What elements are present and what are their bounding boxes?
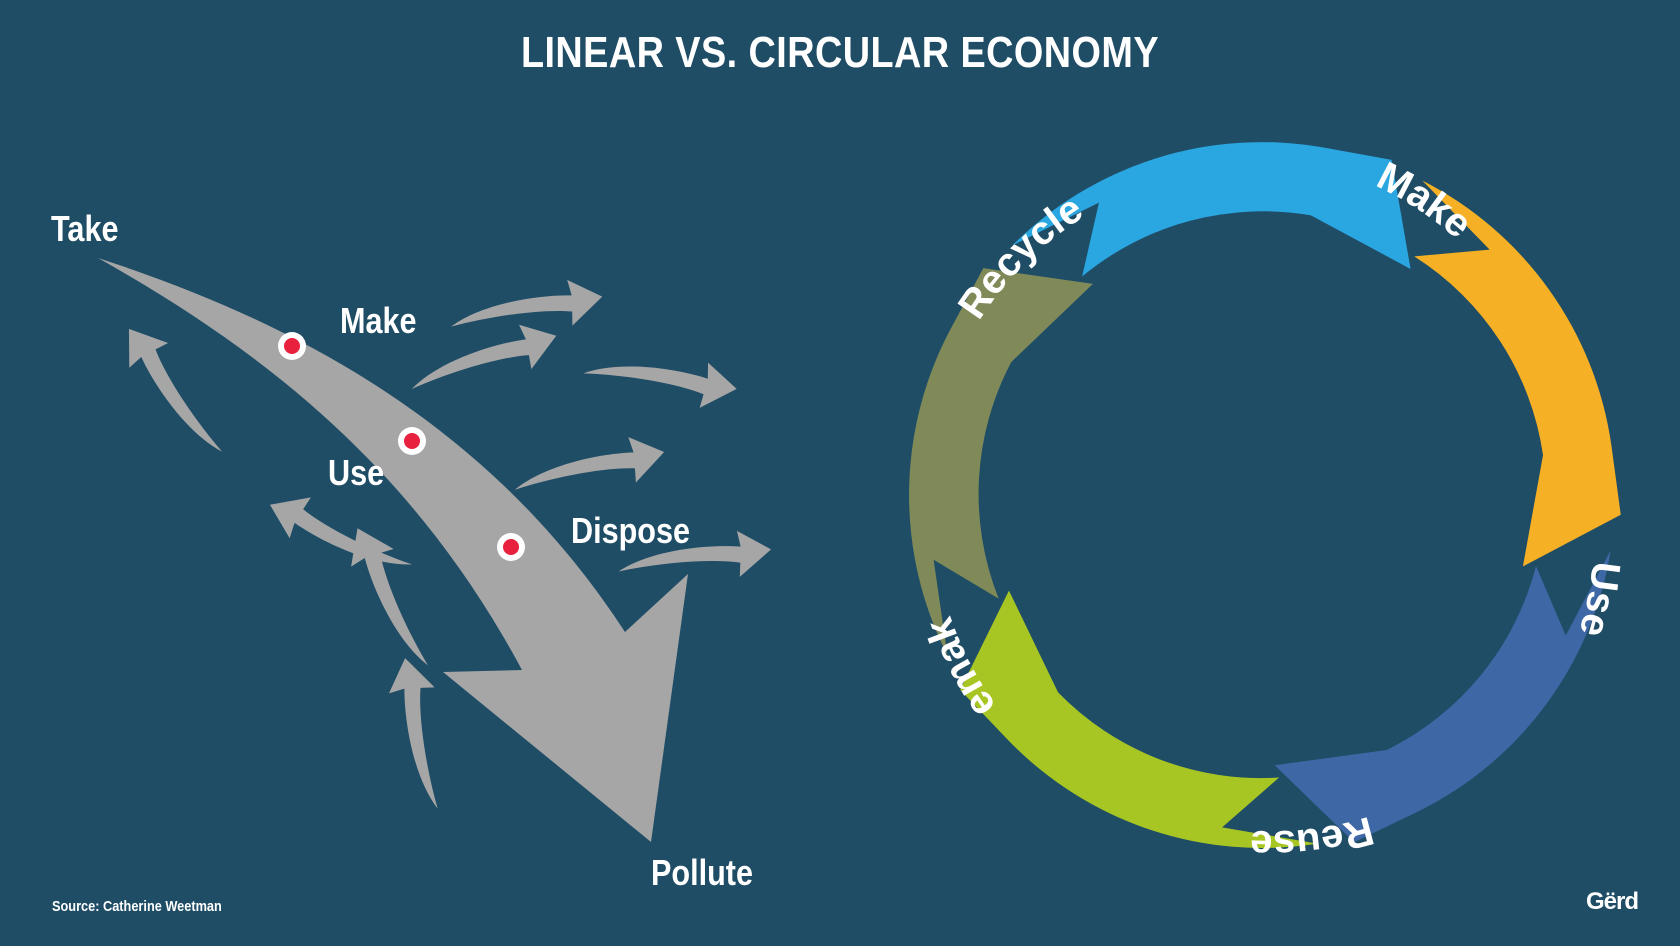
segment-make bbox=[909, 268, 1093, 656]
linear-label-use: Use bbox=[328, 452, 385, 493]
stage-dot-dispose bbox=[497, 533, 525, 561]
stage-dot-use bbox=[398, 427, 426, 455]
waste-arrow bbox=[451, 279, 603, 327]
waste-arrows bbox=[128, 279, 772, 809]
page-title: LINEAR VS. CIRCULAR ECONOMY bbox=[520, 28, 1160, 77]
segment-recycle bbox=[960, 590, 1318, 848]
waste-arrow bbox=[128, 328, 223, 452]
waste-arrow bbox=[583, 362, 737, 408]
linear-label-make: Make bbox=[340, 300, 417, 341]
ring-label-reuse: Reuse bbox=[1250, 808, 1379, 866]
waste-arrow bbox=[618, 530, 772, 577]
linear-label-pollute: Pollute bbox=[651, 852, 754, 893]
stage-dot-make bbox=[278, 332, 306, 360]
segment-reuse bbox=[1414, 180, 1621, 567]
waste-arrow bbox=[411, 324, 557, 390]
circular-ring bbox=[909, 142, 1621, 848]
linear-main-arrow bbox=[98, 258, 688, 842]
source-note: Source: Catherine Weetman bbox=[52, 898, 222, 915]
waste-arrow bbox=[351, 528, 429, 666]
linear-label-dispose: Dispose bbox=[571, 510, 691, 551]
waste-arrow bbox=[514, 437, 665, 490]
brand-logo: Gërd bbox=[1585, 888, 1639, 915]
waste-arrow bbox=[388, 658, 438, 809]
segment-use bbox=[1012, 142, 1411, 277]
ring-label-use: Use bbox=[1571, 559, 1629, 641]
linear-label-take: Take bbox=[51, 208, 119, 249]
segment-remake bbox=[1274, 550, 1611, 843]
waste-arrow bbox=[269, 497, 413, 565]
